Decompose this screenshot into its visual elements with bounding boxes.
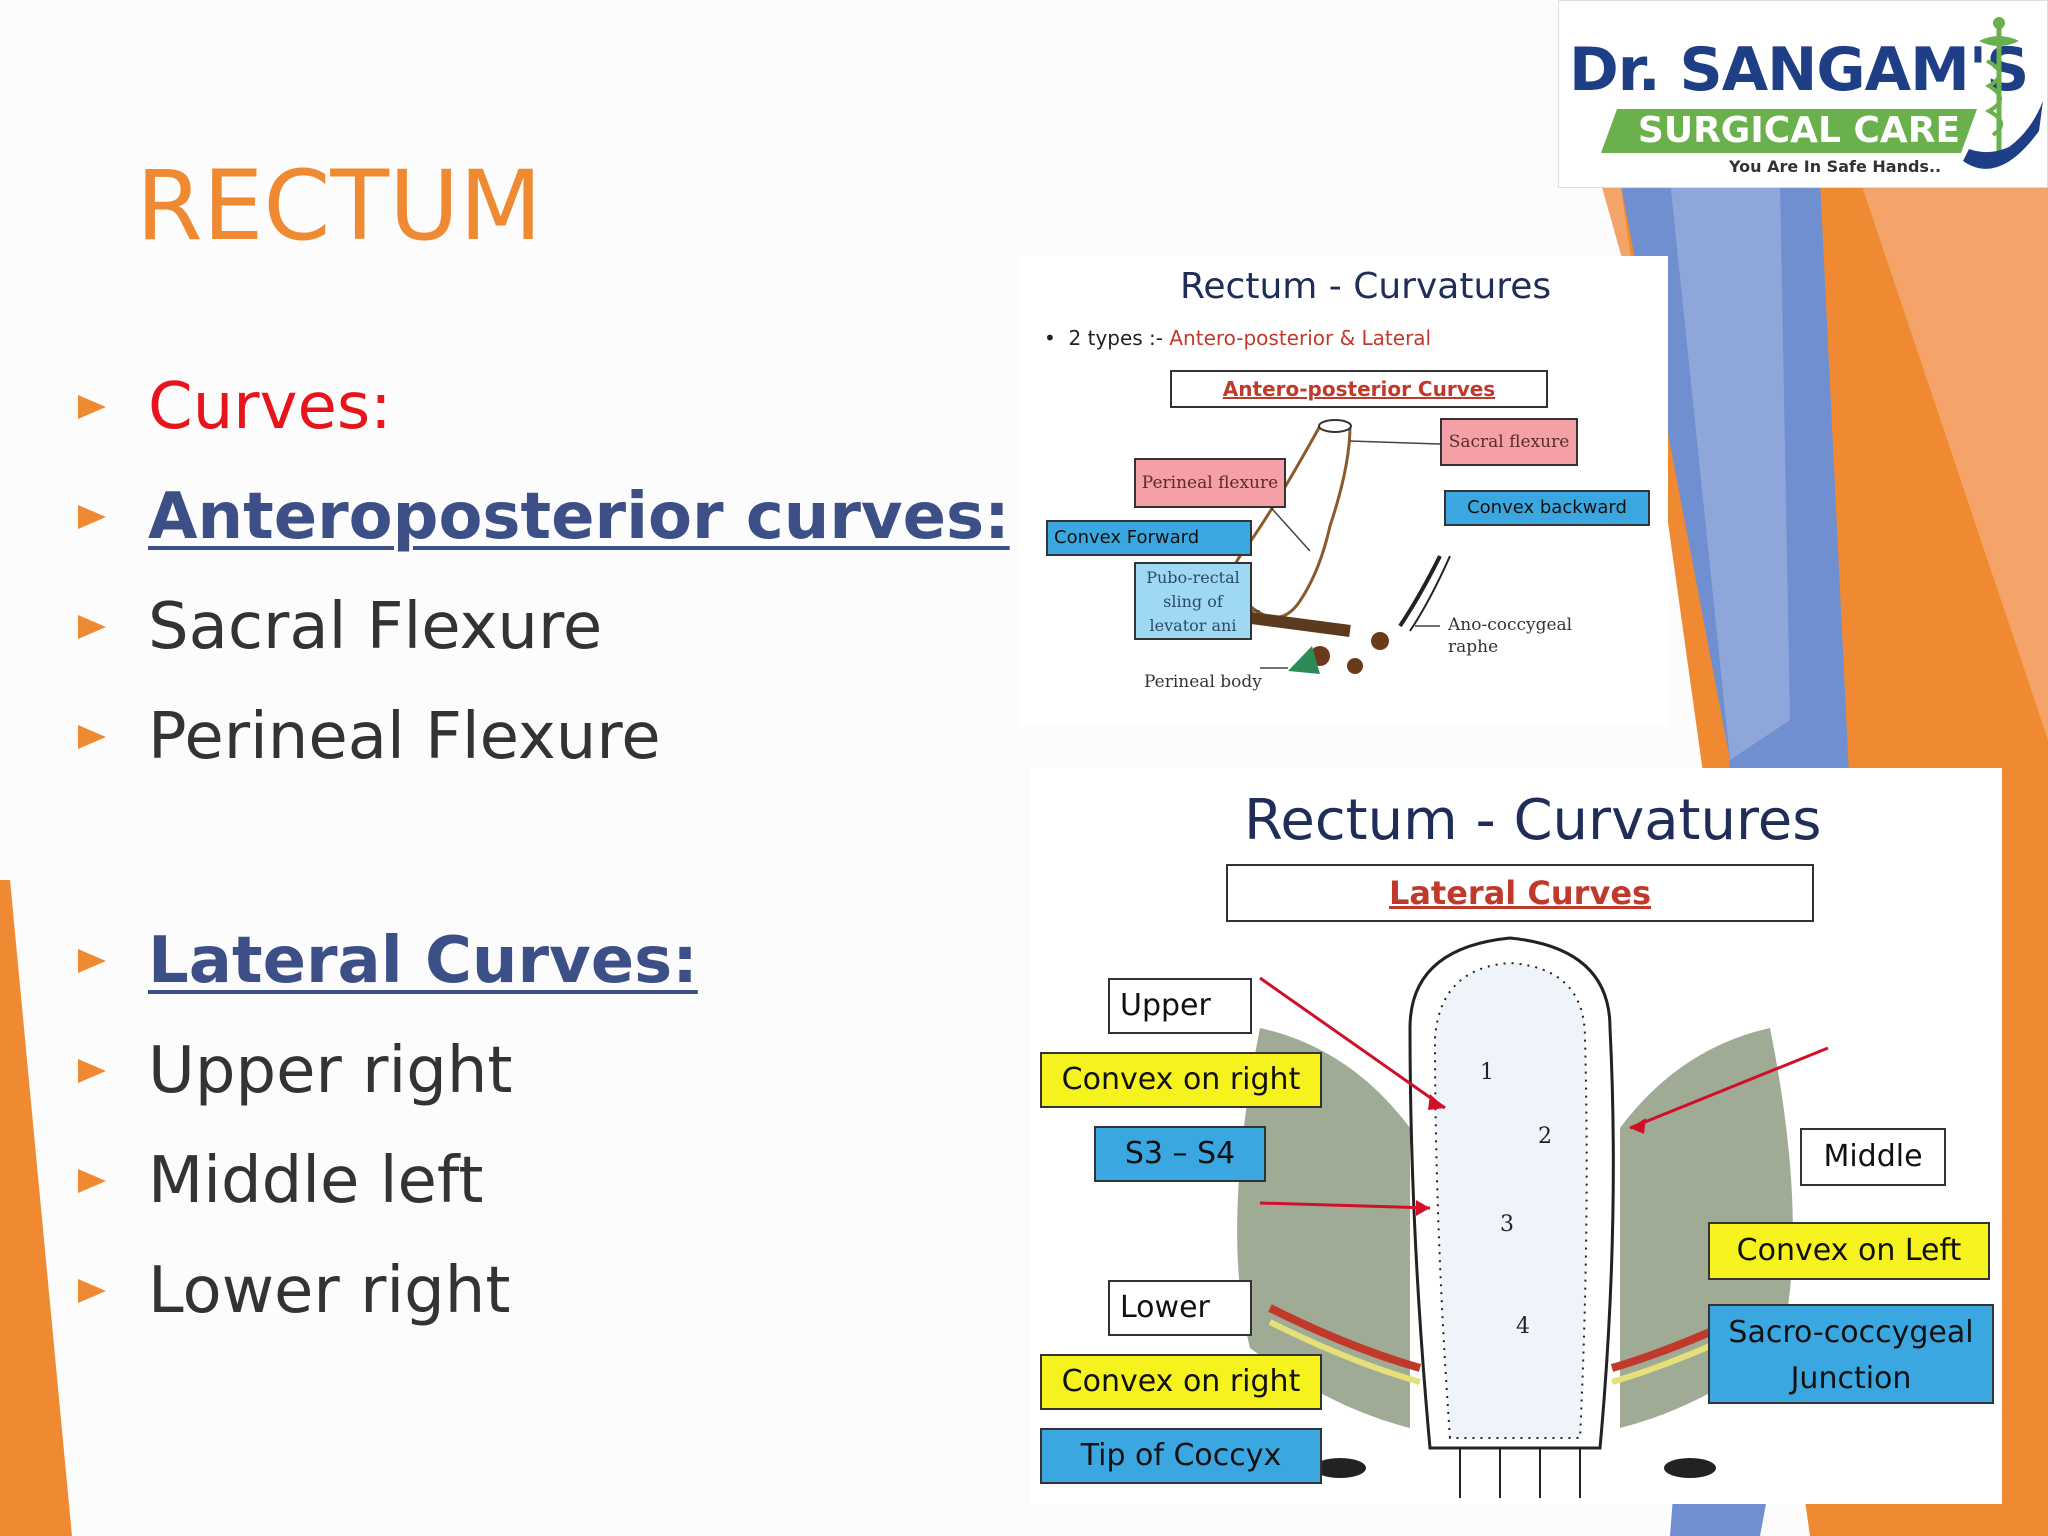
- anococcygeal-line-1: Ano-coccygeal: [1448, 615, 1573, 635]
- bullet-arrow-icon: [78, 1059, 106, 1083]
- label-anococcygeal-raphe: Ano-coccygeal raphe: [1448, 614, 1572, 658]
- marker-2: 2: [1538, 1124, 1552, 1149]
- label-tip-of-coccyx: Tip of Coccyx: [1040, 1428, 1322, 1484]
- label-convex-on-right-lower: Convex on right: [1040, 1354, 1322, 1410]
- figure-anteroposterior-curves: Rectum - Curvatures • 2 types :- Antero-…: [1020, 256, 1668, 726]
- figure2-title: Rectum - Curvatures: [1244, 788, 1822, 853]
- bullet-arrow-icon: [78, 395, 106, 419]
- bullet-text: Lateral Curves:: [148, 924, 698, 998]
- label-convex-on-right-upper: Convex on right: [1040, 1052, 1322, 1108]
- bullet-middle-left: Middle left: [78, 1144, 483, 1218]
- slide-title: RECTUM: [136, 150, 543, 262]
- bullet-curves: Curves:: [78, 370, 392, 444]
- bullet-text: Anteroposterior curves:: [148, 480, 1010, 554]
- puborectal-line-1: Pubo-rectal: [1146, 568, 1240, 587]
- label-perineal-body: Perineal body: [1144, 672, 1262, 692]
- figure1-types: • 2 types :- Antero-posterior & Lateral: [1044, 326, 1432, 350]
- left-orange-wedge: [0, 880, 72, 1536]
- bullet-lower-right: Lower right: [78, 1254, 510, 1328]
- label-puborectal-sling: Pubo-rectal sling of levator ani: [1134, 562, 1252, 640]
- figure1-title: Rectum - Curvatures: [1180, 266, 1552, 307]
- bullet-arrow-icon: [78, 615, 106, 639]
- label-convex-on-left: Convex on Left: [1708, 1222, 1990, 1280]
- bullet-text: Perineal Flexure: [148, 700, 661, 774]
- anococcygeal-line-2: raphe: [1448, 637, 1499, 657]
- bullet-anteroposterior: Anteroposterior curves:: [78, 480, 1010, 554]
- marker-1: 1: [1480, 1060, 1494, 1085]
- types-prefix: 2 types :-: [1068, 326, 1170, 350]
- bullet-text: Middle left: [148, 1144, 484, 1218]
- sacro-line-2: Junction: [1790, 1361, 1912, 1396]
- logo-tagline: You Are In Safe Hands..: [1729, 157, 1942, 176]
- puborectal-line-2: sling of: [1163, 592, 1223, 611]
- bullet-arrow-icon: [78, 1169, 106, 1193]
- bullet-sacral-flexure: Sacral Flexure: [78, 590, 602, 664]
- bullet-arrow-icon: [78, 725, 106, 749]
- clinic-logo: Dr. SANGAM'S SURGICAL CARE You Are In Sa…: [1558, 0, 2048, 188]
- bullet-arrow-icon: [78, 505, 106, 529]
- label-sacro-coccygeal-junction: Sacro-coccygeal Junction: [1708, 1304, 1994, 1404]
- bullet-text: Lower right: [148, 1254, 511, 1328]
- label-middle: Middle: [1800, 1128, 1946, 1186]
- label-lower: Lower: [1108, 1280, 1252, 1336]
- bullet-perineal-flexure: Perineal Flexure: [78, 700, 661, 774]
- types-value: Antero-posterior & Lateral: [1169, 326, 1432, 350]
- figure1-subtitle: Antero-posterior Curves: [1170, 370, 1548, 408]
- bullet-upper-right: Upper right: [78, 1034, 513, 1108]
- anatomy-sagittal-drawing: [1159, 419, 1451, 674]
- bullet-text: Curves:: [148, 370, 392, 444]
- marker-4: 4: [1516, 1314, 1530, 1339]
- bullet-text: Upper right: [148, 1034, 513, 1108]
- marker-3: 3: [1500, 1212, 1514, 1237]
- bullet-arrow-icon: [78, 949, 106, 973]
- bullet-arrow-icon: [78, 1279, 106, 1303]
- sacro-line-1: Sacro-coccygeal: [1728, 1315, 1974, 1350]
- label-upper: Upper: [1108, 978, 1252, 1034]
- label-s3-s4: S3 – S4: [1094, 1126, 1266, 1182]
- figure2-subtitle: Lateral Curves: [1226, 864, 1814, 922]
- logo-title: Dr. SANGAM'S: [1569, 35, 2029, 105]
- puborectal-line-3: levator ani: [1149, 616, 1237, 635]
- label-convex-backward: Convex backward: [1444, 490, 1650, 526]
- logo-subtitle: SURGICAL CARE: [1637, 110, 1961, 151]
- bullet-lateral-curves: Lateral Curves:: [78, 924, 698, 998]
- bullet-text: Sacral Flexure: [148, 590, 603, 664]
- label-sacral-flexure: Sacral flexure: [1440, 418, 1578, 466]
- label-convex-forward: Convex Forward: [1046, 520, 1252, 556]
- label-perineal-flexure: Perineal flexure: [1134, 458, 1286, 508]
- caduceus-hand-icon: [1963, 17, 2043, 169]
- figure-lateral-curves: Rectum - Curvatures Lateral Curves 1 2 3…: [1030, 768, 2002, 1504]
